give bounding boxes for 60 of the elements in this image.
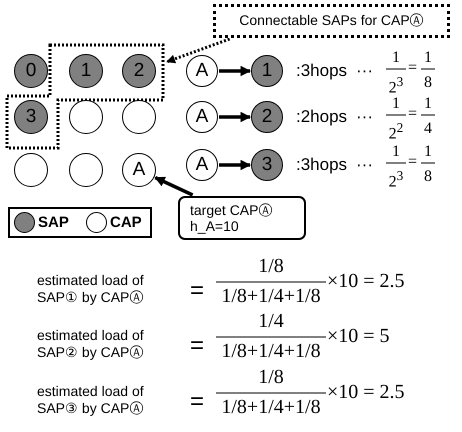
equals-sign: = (190, 279, 204, 303)
fraction-numerator: 1 (391, 144, 401, 160)
node-circle: 3 (251, 149, 283, 181)
legend-label: CAP (110, 215, 142, 230)
arrow (219, 112, 252, 122)
equals-sign: = (408, 106, 418, 122)
node-circle: A (122, 153, 156, 187)
node-circle: 0 (14, 54, 48, 88)
equals-sign: = (190, 390, 204, 414)
node-circle: A (186, 101, 218, 133)
equals-sign: = (408, 154, 418, 170)
arrow (154, 176, 194, 197)
equation-result: ×10 = 5 (327, 326, 390, 346)
fraction-numerator: 1 (423, 144, 433, 160)
legend-label: SAP (38, 215, 69, 230)
ellipsis: ··· (356, 156, 373, 173)
fraction-denominator: 1/8+1/4+1/8 (220, 341, 322, 361)
fraction-denominator: 1/8+1/4+1/8 (220, 286, 322, 306)
equation-result: ×10 = 2.5 (327, 382, 405, 402)
node-circle (69, 153, 103, 187)
arrow (219, 66, 252, 76)
note-box: target CAPⒶ h_A=10 (178, 196, 306, 240)
fraction-denominator: 8 (423, 75, 433, 91)
fraction-numerator: 1/4 (257, 311, 285, 331)
equation-result: ×10 = 2.5 (327, 271, 405, 291)
ellipsis: ··· (356, 108, 373, 125)
fraction-numerator: 1 (423, 96, 433, 112)
fraction-denominator: 4 (423, 121, 433, 137)
equation-label: estimated load of SAP② by CAPⒶ (37, 327, 145, 361)
node-circle: 1 (251, 55, 283, 87)
equals-sign: = (408, 60, 418, 76)
fraction-denominator: 2$^{2}$ (388, 121, 404, 142)
node-circle: 3 (14, 100, 48, 134)
node-circle: 2 (122, 54, 156, 88)
fraction-numerator: 1 (391, 96, 401, 112)
node-circle: 2 (251, 101, 283, 133)
ellipsis: ··· (356, 62, 373, 79)
equation-label: estimated load of SAP③ by CAPⒶ (37, 383, 145, 417)
hop-count-label: :2hops (296, 108, 348, 125)
equals-sign: = (190, 334, 204, 358)
fraction-numerator: 1 (423, 50, 433, 66)
arrow (219, 160, 252, 170)
node-circle (122, 100, 156, 134)
fraction-denominator: 2$^{3}$ (388, 75, 404, 96)
hop-count-label: :3hops (296, 156, 348, 173)
node-circle (14, 153, 48, 187)
callout-box: Connectable SAPs for CAPⒶ (213, 4, 450, 38)
node-circle: A (186, 55, 218, 87)
node-circle (69, 100, 103, 134)
dotted-arrow (166, 38, 230, 64)
fraction-numerator: 1/8 (257, 256, 285, 276)
node-circle: A (186, 149, 218, 181)
equation-label: estimated load of SAP① by CAPⒶ (37, 272, 145, 306)
fraction-denominator: 1/8+1/4+1/8 (220, 397, 322, 417)
fraction-denominator: 2$^{3}$ (388, 169, 404, 190)
hop-count-label: :3hops (296, 62, 348, 79)
fraction-numerator: 1/8 (257, 367, 285, 387)
node-circle: 1 (69, 54, 103, 88)
fraction-denominator: 8 (423, 169, 433, 185)
fraction-numerator: 1 (391, 50, 401, 66)
